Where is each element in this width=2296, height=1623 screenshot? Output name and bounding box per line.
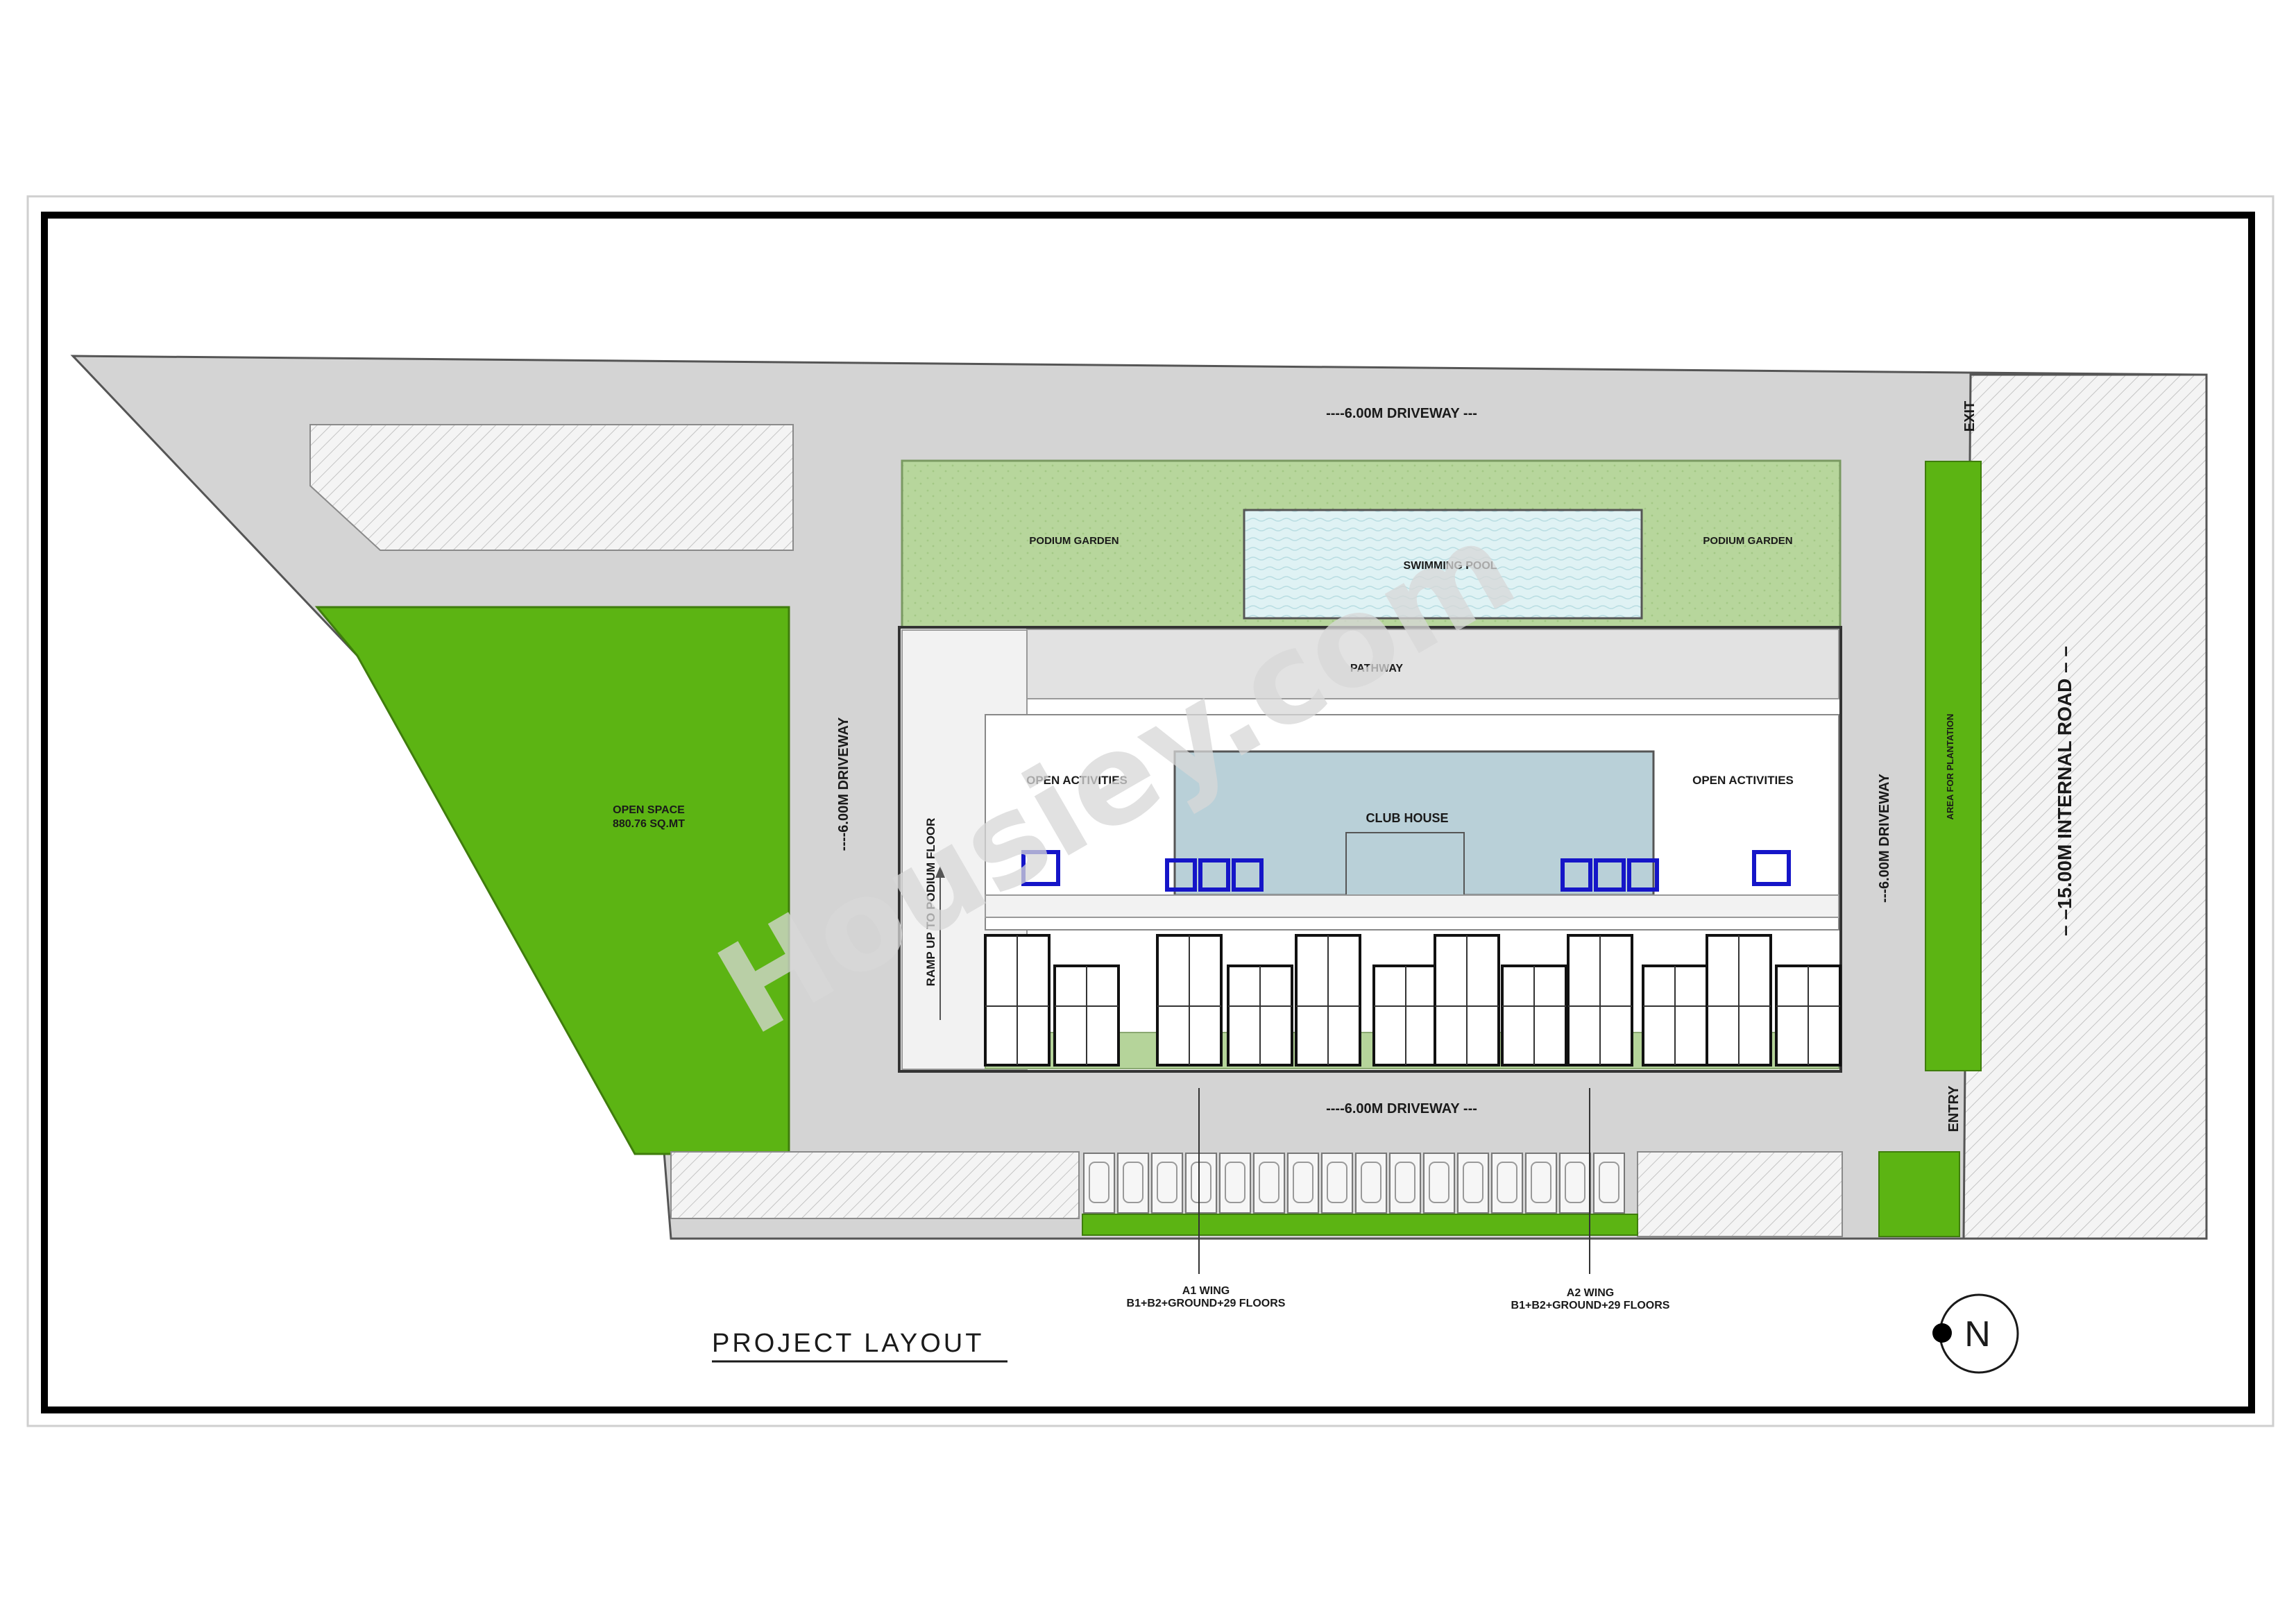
wing-a1-floors: B1+B2+GROUND+29 FLOORS bbox=[1127, 1298, 1286, 1309]
parked-car bbox=[1531, 1162, 1551, 1203]
open-space-area: 880.76 SQ.MT bbox=[613, 818, 685, 830]
parked-car bbox=[1361, 1162, 1381, 1203]
parked-car bbox=[1429, 1162, 1449, 1203]
podium-garden-left-label: PODIUM GARDEN bbox=[1029, 535, 1119, 547]
plantation-strip bbox=[1925, 461, 1982, 1071]
lift-core bbox=[1594, 858, 1626, 892]
parked-car bbox=[1089, 1162, 1109, 1203]
hatched-strip-bottom-left bbox=[670, 1151, 1080, 1219]
wing-a1-name: A1 WING bbox=[1182, 1285, 1230, 1297]
compass-north-label: N bbox=[1964, 1314, 1993, 1354]
right-driveway-label: ---6.00M DRIVEWAY bbox=[1877, 773, 1892, 903]
lift-core bbox=[1752, 850, 1791, 886]
lift-core bbox=[1198, 858, 1230, 892]
club-house-extension bbox=[1345, 832, 1465, 899]
open-space-title: OPEN SPACE bbox=[613, 804, 685, 816]
parked-car bbox=[1259, 1162, 1279, 1203]
green-patch-bottom-right bbox=[1878, 1151, 1960, 1237]
plantation-label: AREA FOR PLANTATION bbox=[1945, 714, 1955, 820]
lift-core bbox=[1165, 858, 1197, 892]
compass-dot bbox=[1932, 1323, 1952, 1343]
podium-garden-right-label: PODIUM GARDEN bbox=[1703, 535, 1792, 547]
wing-a2-floors: B1+B2+GROUND+29 FLOORS bbox=[1511, 1300, 1670, 1311]
open-space bbox=[314, 606, 790, 1155]
parked-car bbox=[1599, 1162, 1619, 1203]
parked-car bbox=[1157, 1162, 1177, 1203]
ramp-arrowhead bbox=[935, 866, 945, 878]
parked-car bbox=[1123, 1162, 1143, 1203]
lift-core bbox=[1561, 858, 1592, 892]
exit-label: EXIT bbox=[1962, 401, 1978, 432]
sheet-outer-frame bbox=[26, 195, 2274, 1427]
green-strip-bottom bbox=[1082, 1214, 1638, 1236]
left-driveway-label: ----6.00M DRIVEWAY bbox=[836, 717, 851, 851]
parked-car bbox=[1395, 1162, 1415, 1203]
page-title: PROJECT LAYOUT bbox=[712, 1329, 984, 1358]
parked-car bbox=[1463, 1162, 1483, 1203]
club-house-label: CLUB HOUSE bbox=[1366, 811, 1448, 825]
parked-car bbox=[1497, 1162, 1517, 1203]
parking-bays bbox=[1083, 1153, 1625, 1214]
open-activities-left-label: OPEN ACTIVITIES bbox=[1026, 774, 1128, 787]
lift-core bbox=[1232, 858, 1264, 892]
parked-car bbox=[1225, 1162, 1245, 1203]
parked-car bbox=[1293, 1162, 1313, 1203]
bottom-driveway-label: ----6.00M DRIVEWAY --- bbox=[1326, 1101, 1477, 1116]
ramp-label: RAMP UP TO PODIUM FLOOR bbox=[924, 818, 937, 987]
lift-core bbox=[1021, 850, 1060, 886]
hatched-area-top-left bbox=[309, 424, 794, 551]
parked-car bbox=[1327, 1162, 1347, 1203]
residential-units bbox=[984, 934, 1842, 1067]
swimming-pool-label: SWIMMING POOL bbox=[1403, 560, 1497, 572]
top-driveway-label: ----6.00M DRIVEWAY --- bbox=[1326, 406, 1477, 421]
parked-car bbox=[1565, 1162, 1585, 1203]
lift-core bbox=[1627, 858, 1659, 892]
pathway-label: PATHWAY bbox=[1350, 663, 1403, 674]
parked-car bbox=[1191, 1162, 1211, 1203]
pathway bbox=[1026, 629, 1839, 699]
swimming-pool bbox=[1243, 509, 1643, 620]
open-activities-right-label: OPEN ACTIVITIES bbox=[1692, 774, 1794, 787]
internal-road bbox=[1962, 373, 2208, 1240]
internal-road-label: – –15.00M INTERNAL ROAD – – bbox=[2054, 646, 2075, 936]
corridor-passage bbox=[985, 894, 1839, 918]
hatched-strip-bottom-right bbox=[1637, 1151, 1843, 1237]
drawing-border bbox=[41, 212, 2255, 1413]
wing-a2-name: A2 WING bbox=[1567, 1287, 1614, 1299]
entry-label: ENTRY bbox=[1946, 1085, 1962, 1132]
